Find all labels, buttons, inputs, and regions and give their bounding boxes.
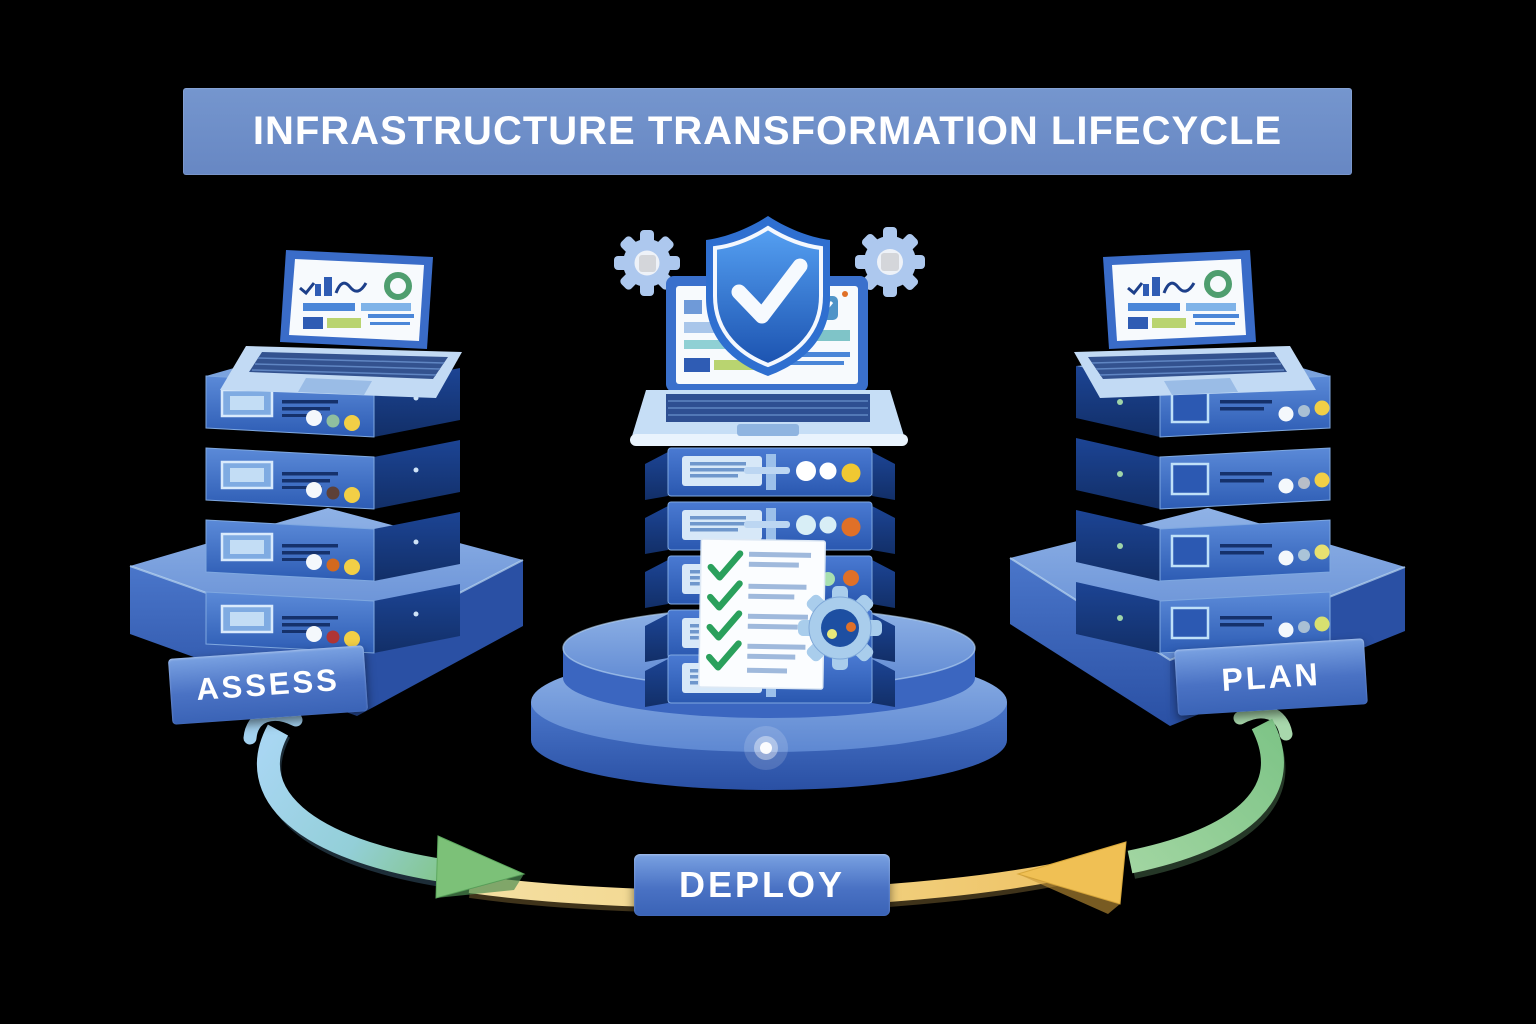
dashboard-chart-icon: [299, 272, 414, 329]
checklist-icon: [698, 538, 826, 690]
gear-icon-right: [855, 227, 925, 297]
title-banner: INFRASTRUCTURE TRANSFORMATION LIFECYCLE: [183, 88, 1352, 175]
stage-label-assess: ASSESS: [167, 645, 369, 725]
stage-label-deploy: DEPLOY: [634, 854, 890, 916]
laptop-right: [1074, 250, 1316, 398]
arrow-assess-to-deploy: [243, 707, 526, 899]
dashboard-chart-icon: [1127, 270, 1239, 329]
gear-icon-left: [614, 230, 680, 296]
stage-label-plan: PLAN: [1174, 638, 1368, 716]
shield-check-icon: [706, 216, 830, 376]
arrow-plan-to-deploy: [1016, 705, 1293, 914]
gear-icon-checklist: [798, 586, 882, 670]
laptop-left: [220, 250, 462, 398]
platform-glow: [744, 726, 788, 770]
